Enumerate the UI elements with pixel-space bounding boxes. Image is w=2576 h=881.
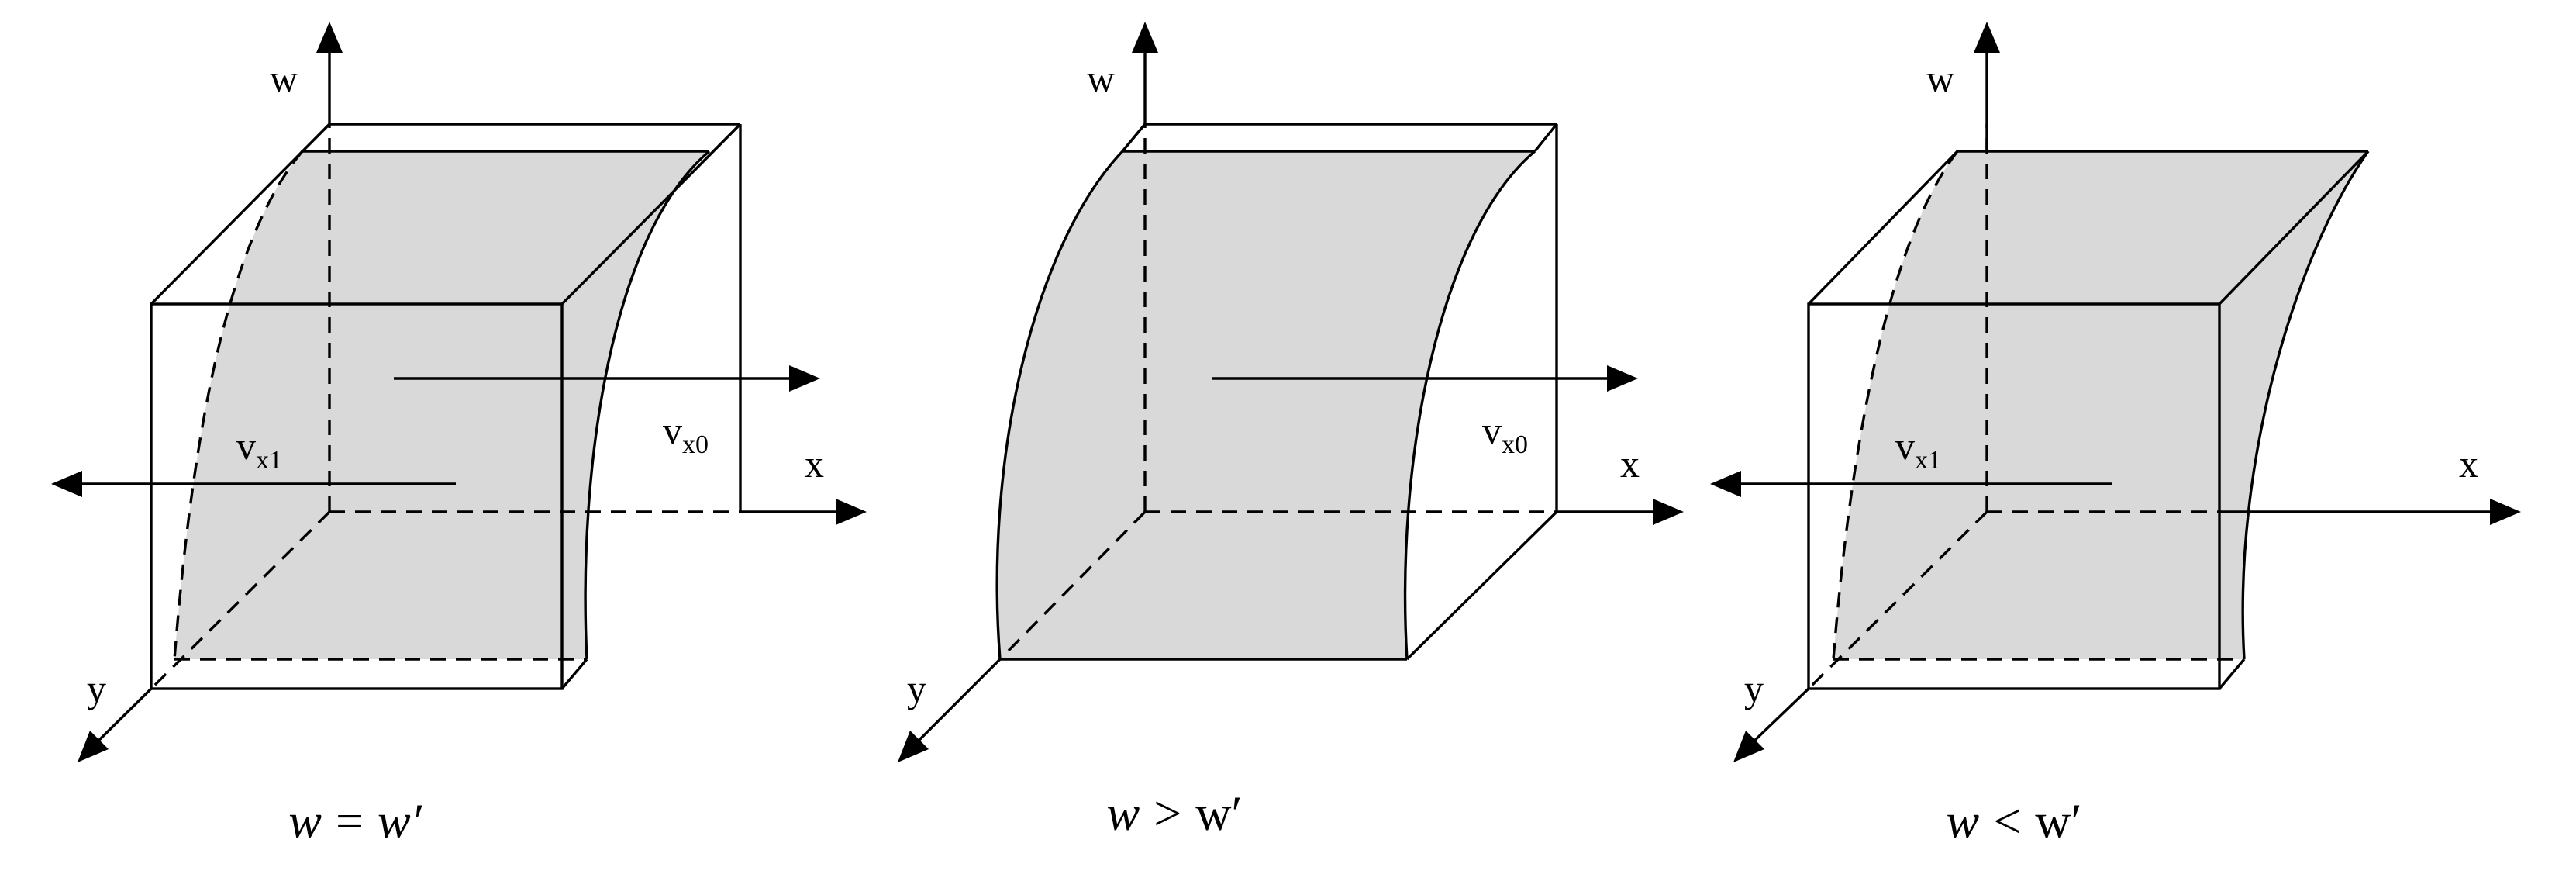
axis-y-label: y (907, 667, 926, 710)
cube-edges (995, 123, 1558, 661)
axis-y: y (78, 667, 153, 762)
axis-y-label: y (87, 667, 106, 710)
axis-w-label: w (270, 57, 298, 100)
velocity-label-vx0: vx0 (1482, 409, 1528, 459)
caption-less: w<w′ (1947, 793, 2082, 848)
hidden-edges (150, 124, 740, 690)
hidden-edges (1807, 124, 2244, 690)
velocity-label-vx1: vx1 (1895, 424, 1941, 475)
hidden-edges (998, 124, 1557, 661)
axis-w-label: w (1926, 57, 1954, 100)
deformed-surface (1833, 151, 2368, 659)
caption-equal: w=w′ (288, 793, 422, 848)
axis-w-label: w (1087, 57, 1115, 100)
deformed-surface (997, 151, 1535, 659)
axis-w: w (270, 22, 343, 124)
velocity-label-vx1: vx1 (236, 424, 282, 475)
panel-less: w x y vx1 w<w′ (1710, 22, 2521, 848)
axis-x: x (2231, 442, 2521, 525)
velocity-arrow-vx0: vx0 (1212, 365, 1638, 459)
deformed-surface (174, 151, 709, 659)
axis-x-label: x (1620, 442, 1640, 485)
axis-y: y (1733, 667, 1810, 762)
axis-w: w (1926, 22, 2000, 151)
cube-edges (150, 123, 742, 690)
velocity-arrow-vx1: vx1 (1710, 424, 2112, 497)
axis-x-label: x (805, 442, 824, 485)
axis-y-label: y (1744, 667, 1764, 710)
axis-w: w (1087, 22, 1158, 124)
axis-x: x (1557, 442, 1684, 525)
velocity-arrow-vx0: vx0 (394, 365, 820, 459)
panel-equal: w x y vx0 vx1 w=w′ (51, 22, 867, 848)
cube-edges (1807, 150, 2370, 690)
caption-greater: w>w′ (1107, 786, 1243, 841)
axis-x-label: x (2459, 442, 2478, 485)
velocity-arrow-vx1: vx1 (51, 424, 456, 497)
axis-y: y (898, 658, 1002, 762)
axis-x: x (740, 442, 867, 525)
panel-greater: w x y vx0 w>w′ (898, 22, 1684, 841)
velocity-label-vx0: vx0 (663, 409, 709, 459)
